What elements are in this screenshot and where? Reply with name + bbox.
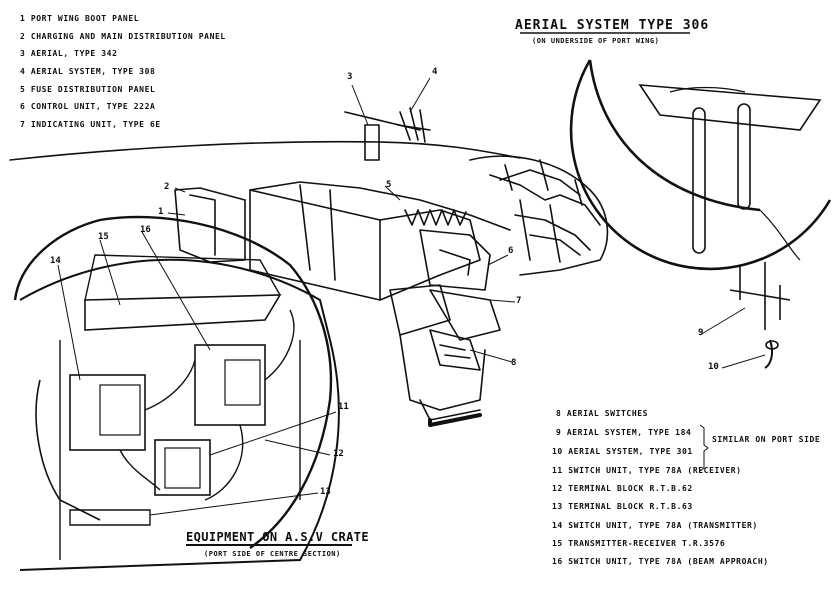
aerial-306-inset-outline — [569, 59, 832, 271]
aerial-306-rod-2 — [737, 103, 751, 210]
legend-item-16: 16 SWITCH UNIT, TYPE 78A (BEAM APPROACH) — [552, 557, 769, 566]
aerial-306-rod-1 — [692, 107, 706, 254]
aerial-306-subtitle: (ON UNDERSIDE OF PORT WING) — [532, 37, 660, 45]
callout-6: 6 — [508, 246, 514, 256]
callout-12: 12 — [333, 449, 344, 459]
callout-7: 7 — [516, 296, 522, 306]
switch-unit-transmitter — [69, 374, 146, 451]
callout-3: 3 — [347, 72, 353, 82]
fuselage-section — [249, 189, 381, 301]
crate-inset-outline — [19, 258, 340, 571]
legend-item-9: 9 AERIAL SYSTEM, TYPE 184 — [556, 428, 692, 437]
wing-underside-panel — [638, 84, 822, 131]
legend-item-5: 5 FUSE DISTRIBUTION PANEL — [20, 85, 156, 94]
legend-item-11: 11 SWITCH UNIT, TYPE 78A (RECEIVER) — [552, 466, 742, 475]
callout-9: 9 — [698, 328, 704, 338]
fuselage-upper — [249, 181, 511, 231]
legend-item-2: 2 CHARGING AND MAIN DISTRIBUTION PANEL — [20, 32, 226, 41]
legend-item-12: 12 TERMINAL BLOCK R.T.B.62 — [552, 484, 693, 493]
callout-11: 11 — [338, 402, 349, 412]
legend-item-10: 10 AERIAL SYSTEM, TYPE 301 — [552, 447, 693, 456]
legend-item-14: 14 SWITCH UNIT, TYPE 78A (TRANSMITTER) — [552, 521, 758, 530]
wing-edge-line — [9, 140, 521, 161]
indicating-unit — [429, 289, 501, 341]
callout-14: 14 — [50, 256, 61, 266]
legend-item-15: 15 TRANSMITTER-RECEIVER T.R.3576 — [552, 539, 726, 548]
callout-15: 15 — [98, 232, 109, 242]
legend-item-3: 3 AERIAL, TYPE 342 — [20, 49, 118, 58]
aerial-switches — [429, 329, 481, 371]
callout-8: 8 — [511, 358, 517, 368]
crate-lower — [399, 334, 486, 411]
legend-item-4: 4 AERIAL SYSTEM, TYPE 308 — [20, 67, 156, 76]
callout-16: 16 — [140, 225, 151, 235]
legend-item-13: 13 TERMINAL BLOCK R.T.B.63 — [552, 502, 693, 511]
callout-4: 4 — [432, 67, 438, 77]
control-unit — [419, 229, 491, 291]
legend-item-1: 1 PORT WING BOOT PANEL — [20, 14, 140, 23]
legend-item-7: 7 INDICATING UNIT, TYPE 6E — [20, 120, 161, 129]
switch-unit-beam-approach — [194, 344, 266, 426]
switch-unit-receiver — [154, 439, 211, 496]
crate-title: EQUIPMENT ON A.S.V CRATE — [186, 530, 369, 544]
callout-13: 13 — [320, 487, 331, 497]
transmitter-receiver-box — [84, 294, 282, 331]
legend-item-6: 6 CONTROL UNIT, TYPE 222A — [20, 102, 156, 111]
legend-item-8: 8 AERIAL SWITCHES — [556, 409, 649, 418]
cockpit-canopy — [469, 155, 609, 276]
callout-5: 5 — [386, 180, 392, 190]
callout-2: 2 — [164, 182, 170, 192]
bracket-note: SIMILAR ON PORT SIDE — [712, 435, 821, 444]
crate-subtitle: (PORT SIDE OF CENTRE SECTION) — [204, 550, 341, 558]
terminal-block — [69, 509, 151, 526]
aerial-342-mast — [364, 124, 380, 161]
aerial-306-title: AERIAL SYSTEM TYPE 306 — [515, 18, 710, 33]
callout-1: 1 — [158, 207, 164, 217]
callout-10: 10 — [708, 362, 719, 372]
